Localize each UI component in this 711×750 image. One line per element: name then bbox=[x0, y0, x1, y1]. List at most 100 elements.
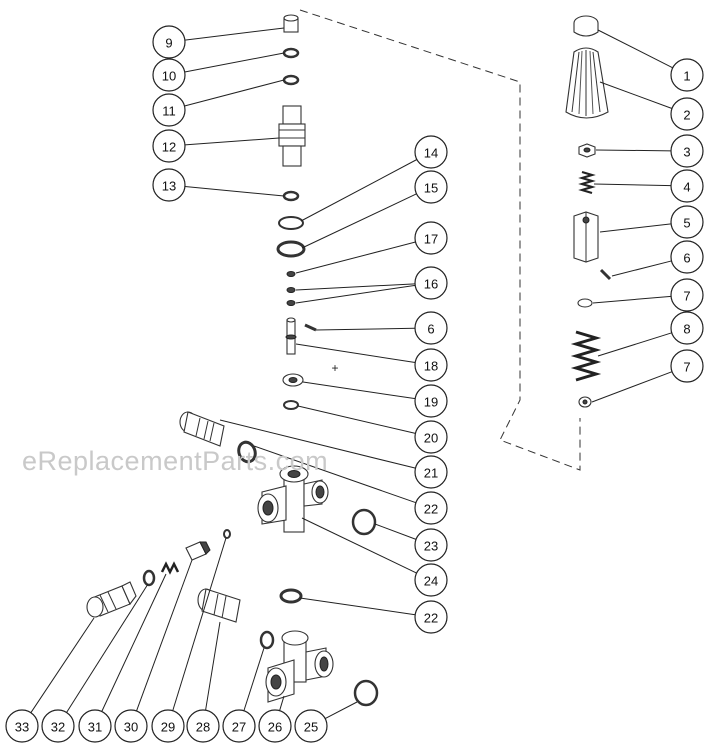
part-oring-17 bbox=[286, 271, 296, 277]
callout-circle bbox=[222, 709, 256, 743]
callout-label: 29 bbox=[161, 720, 175, 735]
part-poppet-30 bbox=[185, 541, 211, 561]
callout-label: 6 bbox=[683, 251, 690, 266]
part-ring-25 bbox=[353, 679, 379, 707]
part-oring-16b bbox=[286, 300, 296, 306]
callout-circle bbox=[152, 168, 186, 202]
part-valve-seat bbox=[278, 105, 306, 167]
callout-24: 24 bbox=[414, 563, 448, 597]
callout-label: 9 bbox=[165, 36, 172, 51]
part-oring-32 bbox=[142, 569, 156, 587]
leader-line bbox=[302, 381, 416, 400]
callout-circle bbox=[414, 266, 448, 300]
part-small-spring bbox=[578, 170, 596, 195]
part-manifold-24 bbox=[257, 465, 329, 533]
callout-label: 21 bbox=[424, 466, 438, 481]
leader-line bbox=[374, 523, 417, 540]
callout-circle bbox=[78, 709, 112, 743]
callout-2: 2 bbox=[670, 97, 704, 131]
callout-circle bbox=[152, 129, 186, 163]
leader-line bbox=[324, 701, 358, 720]
part-oring-16a bbox=[286, 287, 296, 293]
callout-label: 32 bbox=[51, 720, 65, 735]
callout-circle bbox=[152, 93, 186, 127]
callout-label: 23 bbox=[424, 539, 438, 554]
callout-bubbles: 1234567879101112131415171661819202122232… bbox=[5, 25, 704, 743]
part-cap bbox=[573, 15, 599, 37]
callout-14: 14 bbox=[414, 135, 448, 169]
callout-circle bbox=[670, 311, 704, 345]
part-ring-23 bbox=[351, 508, 377, 536]
leader-line bbox=[597, 29, 673, 69]
part-hex-body bbox=[573, 211, 599, 263]
callout-12: 12 bbox=[152, 129, 186, 163]
part-oring-20 bbox=[283, 400, 299, 410]
part-spring-31 bbox=[160, 561, 180, 575]
leader-line bbox=[219, 419, 416, 469]
callout-circle bbox=[414, 528, 448, 562]
callout-circle bbox=[414, 600, 448, 634]
leader-line bbox=[592, 295, 672, 304]
part-pin-6b bbox=[304, 323, 317, 332]
leader-line bbox=[315, 327, 416, 331]
callout-circle bbox=[670, 205, 704, 239]
callout-18: 18 bbox=[414, 348, 448, 382]
callout-4: 4 bbox=[670, 169, 704, 203]
part-fitting-28 bbox=[197, 588, 241, 623]
callout-circle bbox=[414, 563, 448, 597]
callout-label: 14 bbox=[424, 146, 438, 161]
leader-line bbox=[184, 137, 280, 146]
leader-line bbox=[295, 284, 416, 304]
callout-6: 6 bbox=[670, 240, 704, 274]
callout-label: 24 bbox=[424, 574, 438, 589]
callout-circle bbox=[414, 455, 448, 489]
leader-line bbox=[279, 695, 285, 711]
leader-line bbox=[593, 183, 672, 187]
callout-label: 15 bbox=[424, 181, 438, 196]
part-manifold-26 bbox=[265, 630, 334, 703]
part-inlet-fitting-21 bbox=[179, 411, 225, 447]
leader-line bbox=[136, 559, 193, 712]
leader-line bbox=[184, 27, 285, 41]
callout-label: 25 bbox=[304, 720, 318, 735]
callout-5: 5 bbox=[670, 205, 704, 239]
callout-label: 22 bbox=[424, 611, 438, 626]
callout-13: 13 bbox=[152, 168, 186, 202]
callout-8: 8 bbox=[670, 311, 704, 345]
callout-label: 19 bbox=[424, 395, 438, 410]
callout-circle bbox=[670, 58, 704, 92]
callout-circle bbox=[114, 709, 148, 743]
callout-label: 27 bbox=[232, 720, 246, 735]
callout-circle bbox=[670, 97, 704, 131]
leader-line bbox=[30, 617, 95, 713]
leader-line bbox=[299, 597, 416, 616]
callout-circle bbox=[5, 709, 39, 743]
callout-circle bbox=[152, 58, 186, 92]
part-piston bbox=[285, 317, 297, 355]
part-plug bbox=[283, 14, 299, 33]
callout-label: 8 bbox=[683, 322, 690, 337]
callout-label: 33 bbox=[15, 720, 29, 735]
leader-line bbox=[184, 186, 285, 197]
callout-label: 10 bbox=[162, 69, 176, 84]
callout-22: 22 bbox=[414, 491, 448, 525]
part-ring-14 bbox=[278, 216, 304, 230]
leader-line bbox=[172, 537, 227, 711]
part-oring-29 bbox=[223, 529, 231, 539]
callout-label: 18 bbox=[424, 359, 438, 374]
callout-circle bbox=[186, 709, 220, 743]
callout-label: 22 bbox=[424, 502, 438, 517]
callout-label: 31 bbox=[88, 720, 102, 735]
callout-10: 10 bbox=[152, 58, 186, 92]
callout-23: 23 bbox=[414, 528, 448, 562]
callout-circle bbox=[414, 221, 448, 255]
leader-line bbox=[300, 159, 418, 222]
leader-line bbox=[66, 583, 149, 713]
callout-label: 17 bbox=[424, 232, 438, 247]
part-oring-13 bbox=[282, 190, 300, 202]
leader-line bbox=[295, 343, 416, 364]
callout-29: 29 bbox=[151, 709, 185, 743]
leader-line bbox=[184, 52, 285, 73]
callout-27: 27 bbox=[222, 709, 256, 743]
